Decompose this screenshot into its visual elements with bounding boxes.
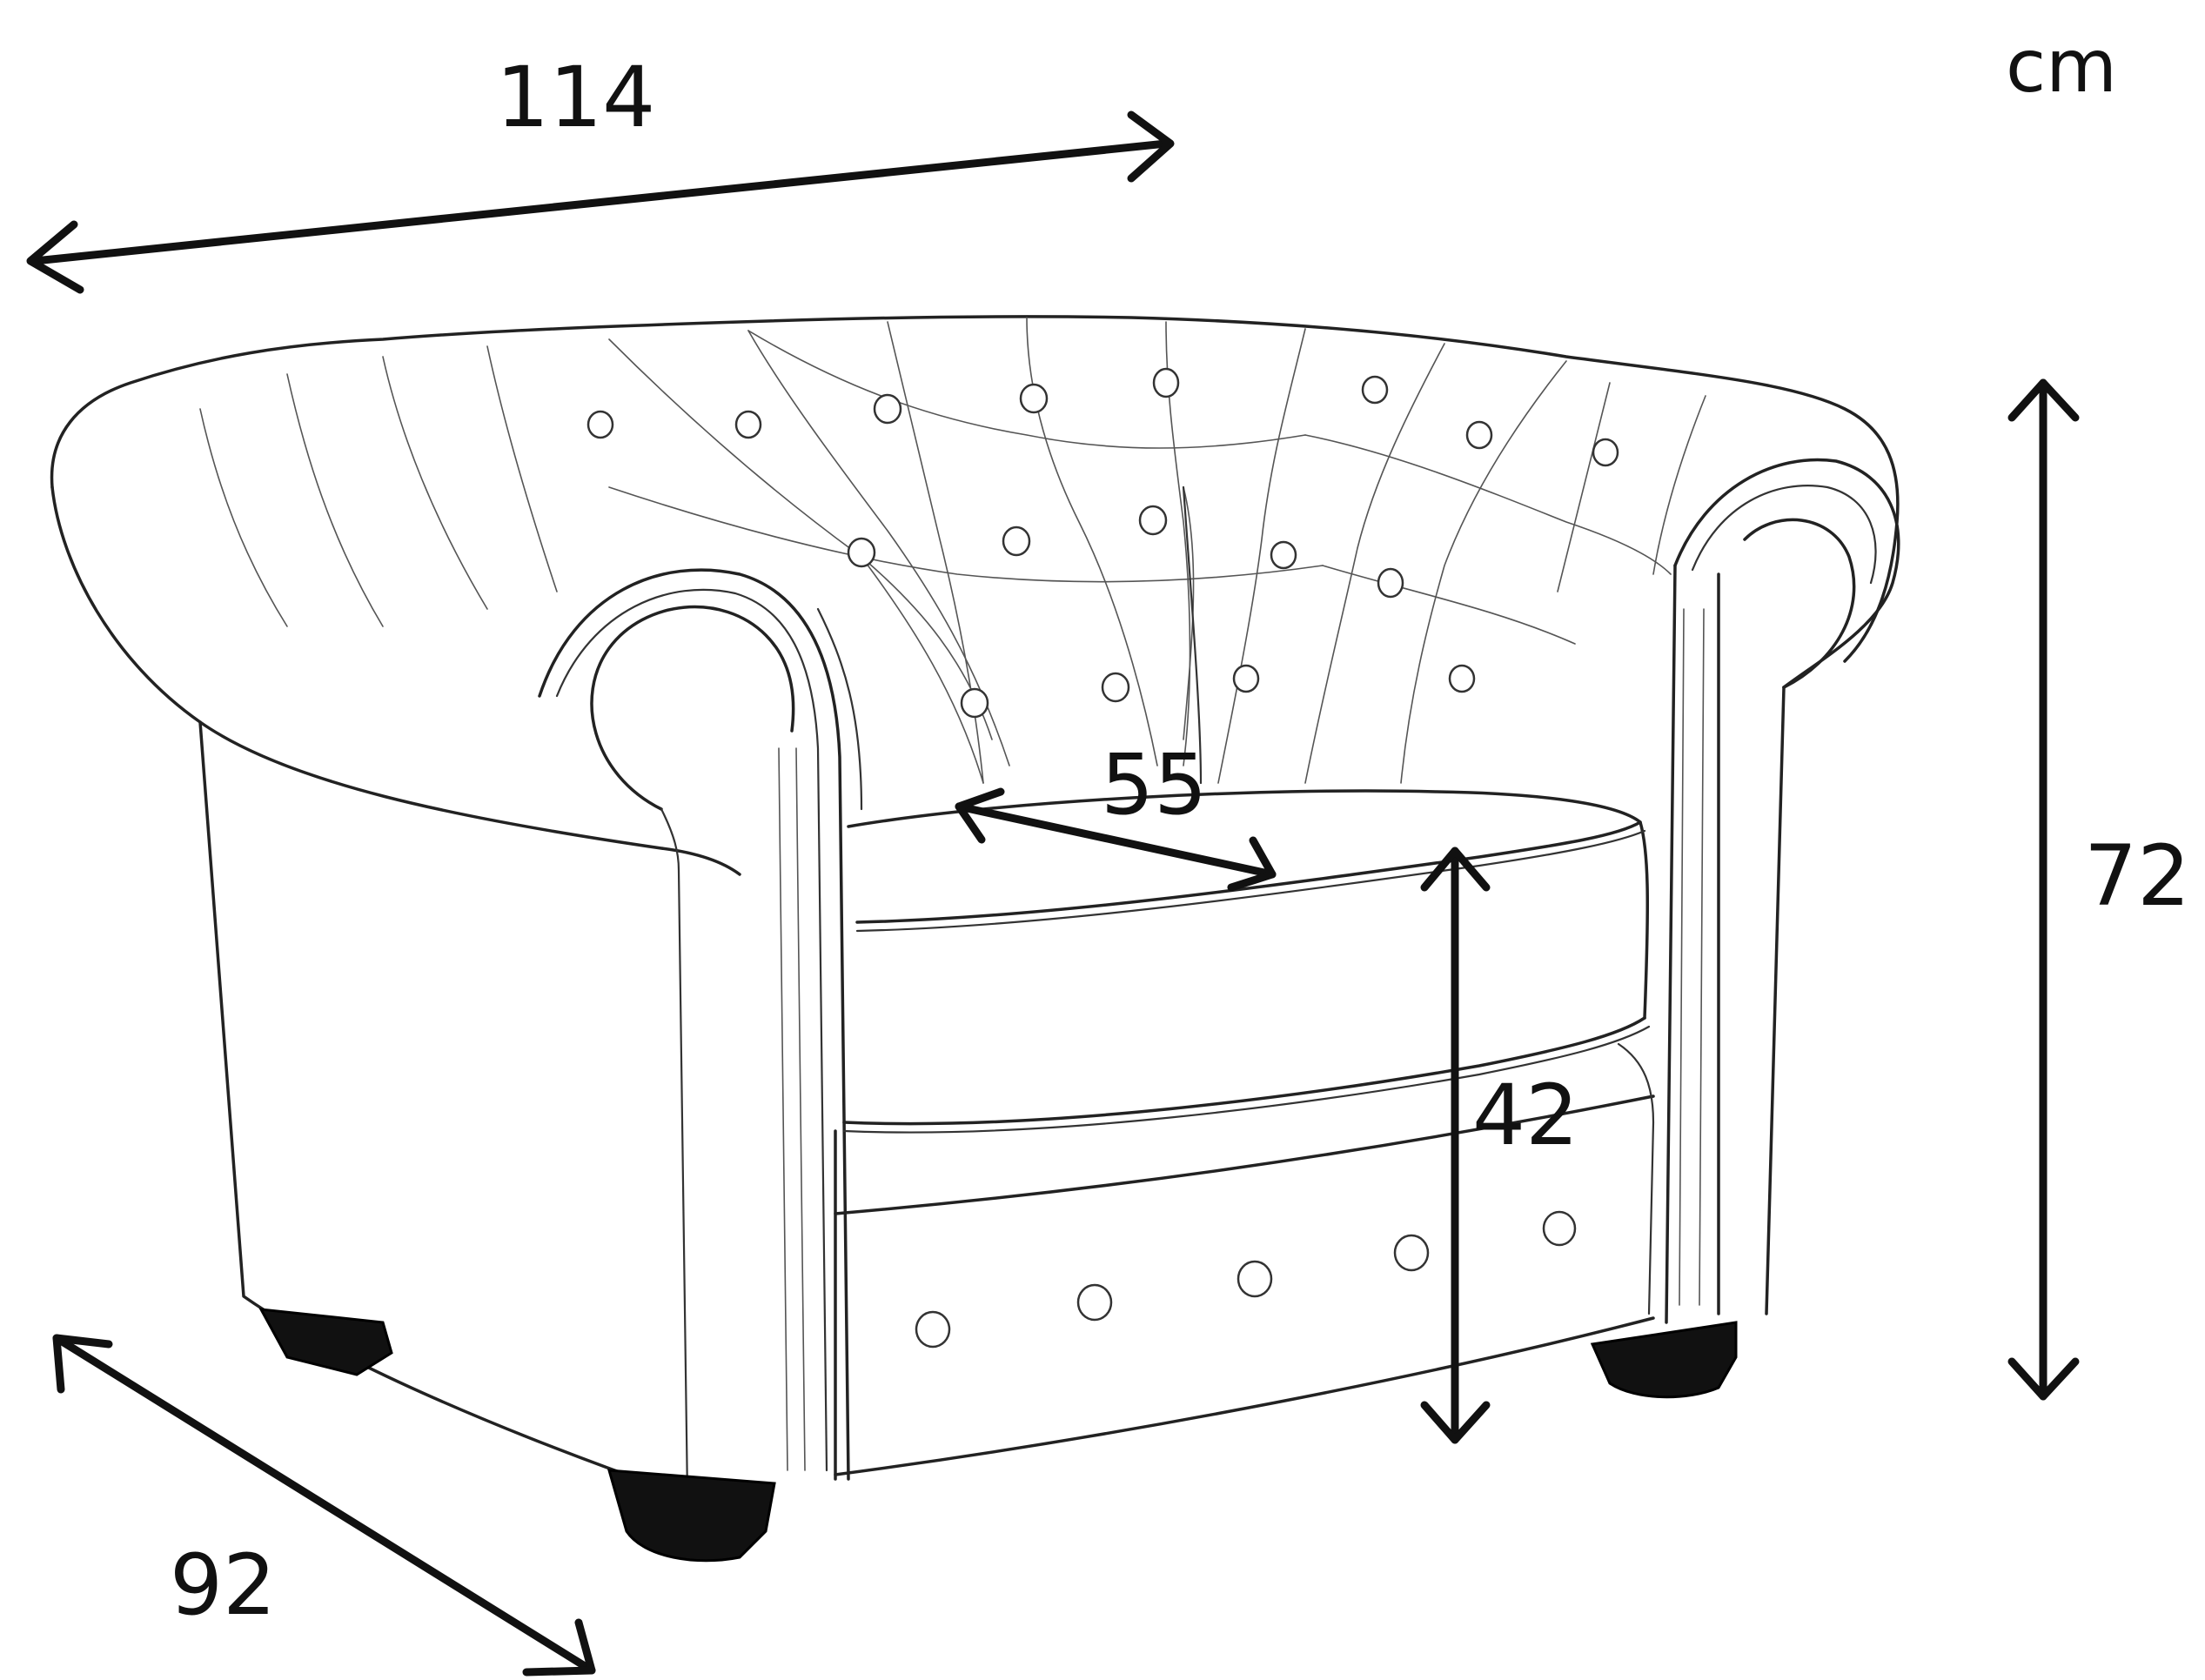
inner-back-right <box>1182 485 1203 785</box>
tuft-button <box>1377 567 1404 599</box>
tuft-button <box>1270 540 1297 570</box>
left-arm-side <box>198 720 689 1498</box>
right-arm-scroll-outer <box>1673 458 1900 689</box>
seat-base-bottom <box>834 1316 1655 1476</box>
inner-back-left <box>816 607 863 811</box>
tuft-button <box>873 393 902 425</box>
right-arm-stud-row <box>1679 608 1705 1306</box>
rail-button <box>1076 1283 1113 1322</box>
unit-label: cm <box>2006 23 2117 109</box>
tuft-button <box>960 687 989 719</box>
tuft-button <box>1138 505 1168 536</box>
tuft-button <box>586 410 614 439</box>
seat-depth-label: 55 <box>1101 736 1207 833</box>
right-arm-side <box>1765 686 1786 1315</box>
seat-cushion-front-bottom <box>842 1016 1646 1126</box>
height-dimension-arrow <box>2007 378 2080 1401</box>
width-label: 114 <box>496 49 655 146</box>
seat-cushion-top <box>847 789 1650 1020</box>
depth-dimension-arrow <box>52 1334 596 1677</box>
tuft-button <box>1019 383 1049 414</box>
right-arm-front <box>1665 564 1677 1324</box>
backrest-outline <box>50 315 1900 663</box>
right-arm-scroll-inner <box>1743 518 1856 689</box>
backrest-tufting <box>199 317 1706 784</box>
seat-cushion-front-top <box>855 820 1642 924</box>
left-arm-scroll-inner <box>590 605 795 811</box>
rail-button <box>915 1310 951 1349</box>
left-arm-stud-row <box>778 747 806 1471</box>
dimension-arrows <box>26 110 2080 1677</box>
front-rail-buttons <box>915 1210 1577 1349</box>
rail-button <box>1393 1234 1430 1272</box>
left-roll-top <box>50 485 741 876</box>
seat-rail-top <box>834 1094 1655 1215</box>
left-arm-front-panel <box>660 807 689 1498</box>
tuft-button <box>1592 438 1619 467</box>
tuft-button <box>1152 367 1180 398</box>
tuft-button <box>1465 420 1493 450</box>
tuft-button <box>1002 525 1031 557</box>
leg-back-left <box>258 1308 393 1376</box>
seat-rail-corner <box>1617 1042 1655 1315</box>
leg-front-left <box>607 1469 776 1563</box>
tuft-button <box>1232 664 1260 693</box>
seat-height-dimension-arrow <box>1420 847 1491 1444</box>
tuft-button <box>847 537 876 568</box>
height-label: 72 <box>2084 827 2190 925</box>
backrest-buttons <box>586 367 1619 719</box>
rail-button <box>1542 1210 1577 1247</box>
width-dimension-arrow <box>26 110 1175 294</box>
tuft-button <box>1361 375 1389 405</box>
depth-label: 92 <box>170 1536 276 1634</box>
tuft-button <box>1448 664 1476 693</box>
armchair-illustration <box>50 315 1900 1563</box>
seat-depth-dimension-arrow <box>955 787 1277 892</box>
seat-cushion-welt-top <box>855 829 1646 933</box>
seat-height-label: 42 <box>1472 1067 1578 1164</box>
left-arm-welt <box>555 588 828 1472</box>
leg-front-right <box>1590 1321 1738 1399</box>
seat-cushion-welt-bottom <box>842 1025 1651 1134</box>
left-arm-scroll-outer <box>538 568 850 1481</box>
rail-button <box>1237 1260 1273 1298</box>
tuft-button <box>1101 672 1130 703</box>
right-arm-welt <box>1691 485 1877 585</box>
tuft-button <box>734 410 762 439</box>
